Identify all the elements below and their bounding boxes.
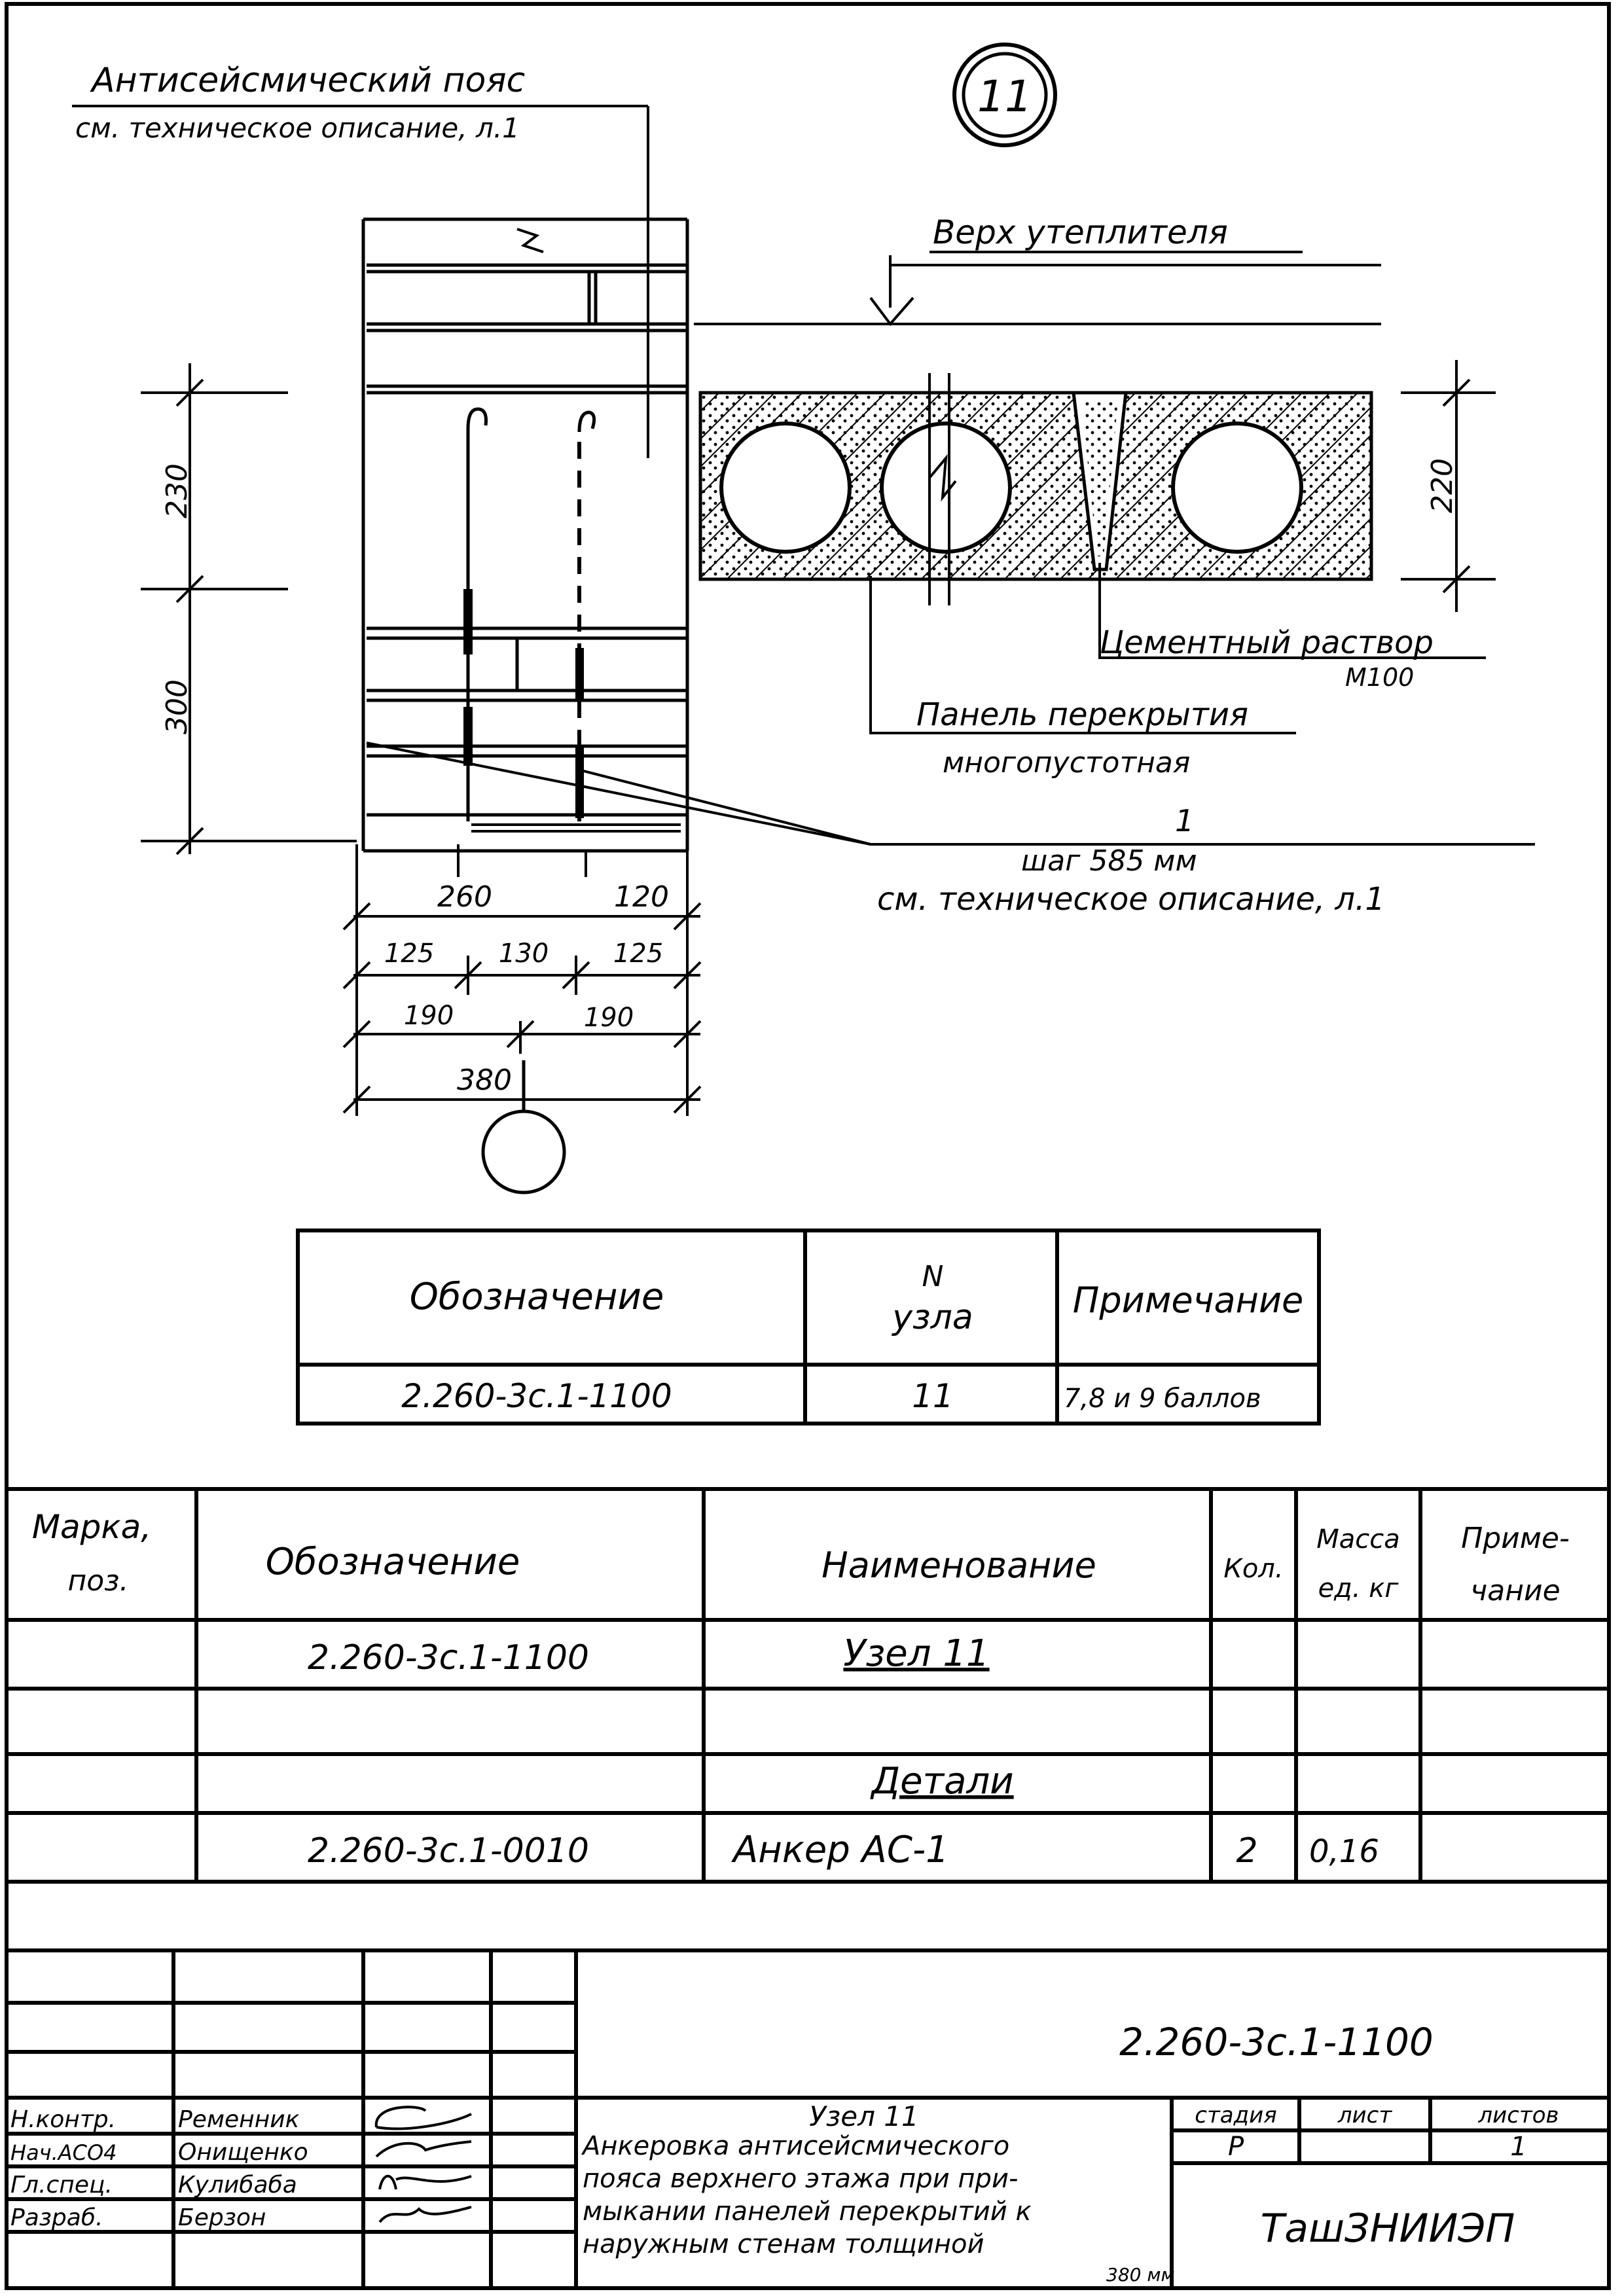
spec-row4-qty: 2	[1236, 1831, 1257, 1871]
title-line4: мыкании панелей перекрытий к	[583, 2197, 1032, 2227]
title-line3: пояса верхнего этажа при при-	[583, 2164, 1018, 2194]
bottom-dimensions	[342, 844, 702, 1116]
spec-row1-name: Узел 11	[843, 1632, 989, 1675]
node-number-marker: 11	[952, 43, 1057, 147]
spec-row3-name: Детали	[869, 1760, 1013, 1803]
node-table-header-note: Примечание	[1073, 1280, 1304, 1321]
title-thickness: 380 мм	[1106, 2264, 1175, 2286]
sheet-frame	[5, 2, 1611, 2290]
title-line2: Анкеровка антисейсмического	[581, 2131, 1009, 2161]
dim-380: 380	[457, 1064, 512, 1097]
title-line5: наружным стенам толщиной	[583, 2229, 984, 2259]
hollow-core-panel	[698, 373, 1373, 605]
signer-name-4: Берзон	[178, 2204, 266, 2231]
axis-marker	[481, 1060, 566, 1194]
document-code: 2.260-3с.1-1100	[1119, 2020, 1434, 2064]
brick-wall	[361, 217, 689, 853]
spec-header-qty: Кол.	[1223, 1554, 1283, 1584]
sheets-label: листов	[1477, 2102, 1559, 2128]
spec-row1-designation: 2.260-3с.1-1100	[308, 1638, 589, 1677]
signer-role-3: Гл.спец.	[10, 2172, 113, 2198]
signer-role-1: Н.контр.	[10, 2106, 116, 2133]
title-line1: Узел 11	[809, 2100, 918, 2132]
dim-230: 230	[160, 463, 194, 518]
spec-header-mark-2: поз.	[67, 1564, 128, 1598]
left-dimensions	[141, 363, 357, 855]
node-table-cell-node: 11	[912, 1377, 954, 1415]
mortar-grade-label: М100	[1345, 663, 1414, 692]
panel-label-line2: многопустотная	[943, 746, 1190, 780]
insulation-top-label: Верх утеплителя	[933, 213, 1228, 251]
signatures	[374, 2106, 472, 2223]
spec-header-note-2: чание	[1470, 1574, 1560, 1607]
anchor-ref-label: см. техническое описание, л.1	[877, 881, 1385, 918]
dim-125-right: 125	[613, 939, 663, 969]
anchors	[463, 407, 681, 833]
dim-220: 220	[1426, 458, 1459, 513]
belt-title: Антисейсмический пояс	[90, 61, 525, 100]
dim-300: 300	[160, 679, 194, 734]
panel-leaders	[366, 563, 1535, 846]
dim-130: 130	[499, 939, 549, 969]
insulation: Верх утеплителя	[694, 213, 1381, 327]
sheets-value: 1	[1510, 2132, 1526, 2162]
spec-row4-designation: 2.260-3с.1-0010	[308, 1831, 589, 1871]
spec-header-mark-1: Марка,	[32, 1508, 151, 1546]
node-table-header-node: узла	[891, 1298, 973, 1337]
signer-name-1: Ременник	[178, 2106, 300, 2133]
spec-row4-name: Анкер АС-1	[731, 1829, 949, 1871]
node-table	[296, 1229, 1321, 1426]
node-number: 11	[977, 71, 1032, 122]
dim-120: 120	[614, 880, 669, 914]
panel-label-line1: Панель перекрытия	[916, 696, 1248, 733]
node-table-cell-note: 7,8 и 9 баллов	[1064, 1384, 1261, 1414]
title-block	[7, 1950, 1609, 2288]
dim-260: 260	[437, 880, 492, 914]
cement-mortar-label: Цементный раствор	[1100, 624, 1434, 661]
dim-125-left: 125	[384, 939, 434, 969]
signer-role-4: Разраб.	[10, 2204, 103, 2231]
spec-row4-mass: 0,16	[1309, 1833, 1379, 1870]
signer-role-2: Нач.АСО4	[10, 2140, 117, 2165]
spec-header-mass-1: Масса	[1316, 1524, 1400, 1554]
belt-leader: Антисейсмический пояс см. техническое оп…	[72, 61, 649, 458]
stage-value: Р	[1228, 2132, 1244, 2162]
stage-label: стадия	[1195, 2102, 1276, 2128]
organization: ТашЗНИИЭП	[1261, 2206, 1515, 2251]
node-table-header-n: N	[922, 1260, 944, 1293]
spec-header-note-1: Приме-	[1461, 1522, 1570, 1555]
node-table-header-designation: Обозначение	[410, 1276, 664, 1318]
right-dimension	[1401, 360, 1496, 612]
sheet-label: лист	[1337, 2102, 1393, 2128]
anchor-position-label: 1	[1175, 803, 1194, 838]
spec-header-mass-2: ед. кг	[1318, 1573, 1399, 1604]
signer-name-2: Онищенко	[178, 2139, 308, 2166]
dim-190-left: 190	[404, 1001, 454, 1031]
dim-190-right: 190	[584, 1003, 634, 1033]
spec-header-name: Наименование	[821, 1545, 1096, 1586]
signer-name-3: Кулибаба	[178, 2172, 297, 2198]
spec-header-designation: Обозначение	[266, 1541, 520, 1583]
belt-ref: см. техническое описание, л.1	[75, 112, 520, 144]
node-table-cell-designation: 2.260-3с.1-1100	[401, 1377, 672, 1415]
spec-table	[7, 1487, 1609, 1952]
anchor-step-label: шаг 585 мм	[1021, 844, 1197, 878]
